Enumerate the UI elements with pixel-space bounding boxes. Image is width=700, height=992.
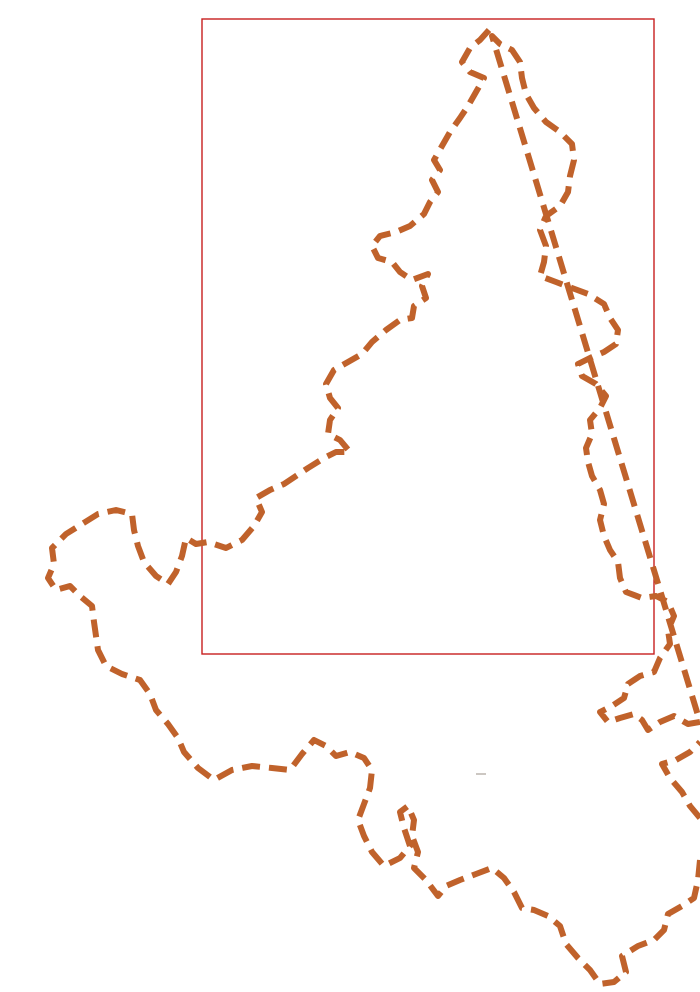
extent-rectangle [201, 18, 655, 655]
region-boundary [45, 27, 700, 987]
